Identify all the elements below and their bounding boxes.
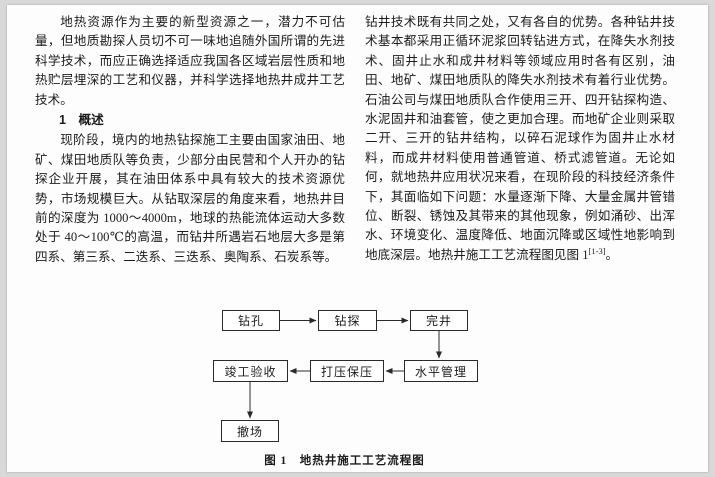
citation-ref: [1-3] (588, 245, 606, 256)
flowchart-arrows (247, 317, 442, 419)
flow-node-exploration: 钻探 (318, 310, 377, 331)
paper-page: 地热资源作为主要的新型资源之一，潜力不可估量，但地质勘探人员切不可一味地追随外国… (7, 5, 708, 472)
paragraph-intro: 地热资源作为主要的新型资源之一，潜力不可估量，但地质勘探人员切不可一味地追随外国… (35, 15, 345, 107)
flow-node-completion: 完井 (410, 310, 468, 331)
flow-node-level-management: 水平管理 (404, 360, 478, 382)
right-column: 钻井技术既有共同之处，又有各自的优势。各种钻井技术基本都采用正循环泥浆回转钻进方… (365, 13, 675, 267)
paragraph-overview: 现阶段，境内的地热钻探施工主要由国家油田、地矿、煤田地质队等负责，少部分由民营和… (35, 133, 345, 264)
flow-node-acceptance: 竣工验收 (213, 360, 288, 382)
section-heading-overview: 1 概述 (58, 113, 104, 128)
paragraph-techniques: 钻井技术既有共同之处，又有各自的优势。各种钻井技术基本都采用正循环泥浆回转钻进方… (365, 13, 675, 265)
flow-node-pressure-holding: 打压保压 (310, 360, 384, 382)
figure-caption: 图 1 地热井施工工艺流程图 (264, 455, 425, 467)
paragraph-techniques-text: 钻井技术既有共同之处，又有各自的优势。各种钻井技术基本都采用正循环泥浆回转钻进方… (365, 15, 675, 262)
figure-1-flowchart: 钻孔 钻探 完井 水平管理 打压保压 竣工验收 撤场 图 1 地热井施工工艺流程… (7, 301, 708, 471)
flow-node-withdrawal: 撤场 (221, 420, 279, 442)
flow-node-drilling: 钻孔 (222, 310, 280, 331)
left-column: 地热资源作为主要的新型资源之一，潜力不可估量，但地质勘探人员切不可一味地追随外国… (35, 13, 345, 267)
paragraph-techniques-end: 。 (605, 247, 619, 262)
text-columns: 地热资源作为主要的新型资源之一，潜力不可估量，但地质勘探人员切不可一味地追随外国… (35, 13, 675, 267)
